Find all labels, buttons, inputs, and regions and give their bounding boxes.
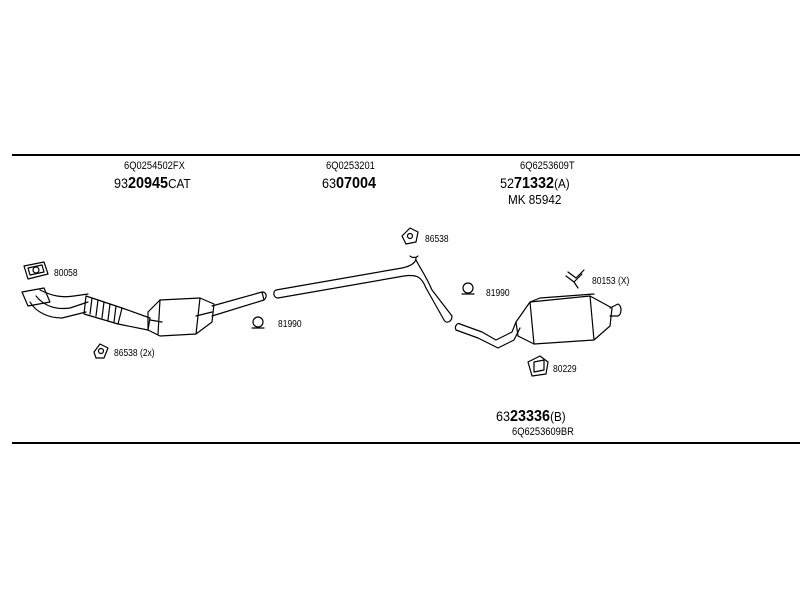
clamp-right-icon	[461, 282, 475, 295]
part-code-prefix: 63	[496, 408, 511, 424]
part-code-rear-silencer-b: 6323336(B)	[496, 408, 566, 426]
mounting-kit-code: MK 85942	[508, 192, 562, 207]
part-code-main: 20945	[128, 175, 169, 192]
oem-number-catalyst: 6Q0254502FX	[124, 160, 185, 172]
gasket-part-label: 80058	[54, 268, 78, 279]
part-code-prefix: 63	[322, 175, 337, 191]
clamp-left-part-label: 81990	[278, 319, 302, 330]
part-code-catalyst: 9320945CAT	[114, 175, 191, 193]
clamp-left-icon	[251, 316, 265, 329]
part-code-rear-silencer-a: 5271332(A)	[500, 175, 570, 193]
part-code-main: 23336	[510, 408, 551, 425]
mount-left-icon	[93, 343, 109, 359]
catalytic-converter-drawing	[147, 291, 267, 337]
rubber-part-label: 80229	[553, 364, 577, 375]
bottom-divider-line	[12, 442, 800, 444]
mount-top-part-label: 86538	[425, 234, 449, 245]
mount-left-part-label: 86538 (2x)	[114, 348, 155, 359]
rear-silencer-drawing	[454, 293, 622, 349]
part-code-suffix: (A)	[554, 176, 570, 191]
oem-number-rear-silencer-a: 6Q6253609T	[520, 160, 575, 172]
front-pipe-drawing	[21, 287, 151, 331]
part-code-main: 07004	[336, 175, 377, 192]
part-code-prefix: 93	[114, 175, 129, 191]
clamp-right-part-label: 81990	[486, 288, 510, 299]
rubber-mount-icon	[527, 355, 549, 377]
top-divider-line	[12, 154, 800, 156]
part-code-main: 71332	[514, 175, 555, 192]
oem-number-middle-pipe: 6Q0253201	[326, 160, 375, 172]
oem-number-rear-silencer-b: 6Q6253609BR	[512, 426, 574, 438]
hanger-part-label: 80153 (X)	[592, 276, 630, 287]
part-code-suffix: CAT	[168, 176, 191, 191]
part-code-middle-pipe: 6307004	[322, 175, 376, 193]
part-code-prefix: 52	[500, 175, 515, 191]
part-code-suffix: (B)	[550, 409, 566, 424]
gasket-icon	[23, 261, 49, 280]
middle-pipe-drawing	[273, 255, 453, 323]
hanger-icon	[565, 269, 585, 289]
mount-top-icon	[401, 227, 419, 245]
